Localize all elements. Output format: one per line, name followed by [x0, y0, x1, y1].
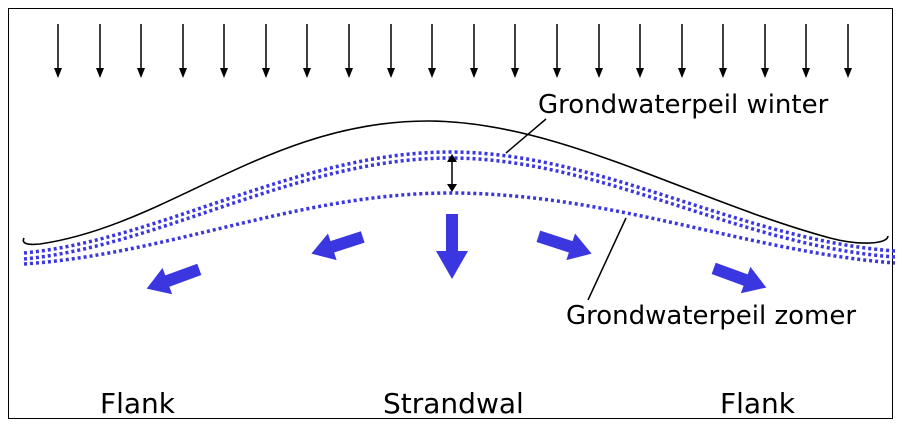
rain-arrow: [137, 24, 145, 78]
level-difference-arrow: [447, 154, 457, 192]
flow-arrows: [146, 214, 767, 295]
rain-arrow: [303, 24, 311, 78]
rain-arrow: [844, 24, 852, 78]
groundwater-winter-line: [23, 150, 896, 255]
flow-arrow-left-outer: [146, 263, 202, 295]
rain-arrow: [678, 24, 686, 78]
rain-arrow: [96, 24, 104, 78]
zomer-leader-line: [587, 217, 627, 301]
rain-arrow: [802, 24, 810, 78]
flow-arrow-right-outer: [711, 262, 767, 294]
rain-arrow: [387, 24, 395, 78]
rain-arrow: [636, 24, 644, 78]
flow-arrow-down: [436, 214, 468, 279]
rainfall-arrows: [54, 24, 852, 78]
rain-arrow: [719, 24, 727, 78]
rain-arrow: [345, 24, 353, 78]
rain-arrow: [54, 24, 62, 78]
rain-arrow: [595, 24, 603, 78]
flow-arrow-left-inner: [311, 231, 365, 261]
label-grondwaterpeil-zomer: Grondwaterpeil zomer: [566, 301, 857, 331]
rain-arrow: [262, 24, 270, 78]
winter-leader-line: [505, 118, 547, 154]
groundwater-zomer-line: [23, 191, 896, 266]
rain-arrow: [511, 24, 519, 78]
rain-arrow: [220, 24, 228, 78]
diagram-frame: [8, 8, 893, 419]
rain-arrow: [761, 24, 769, 78]
label-grondwaterpeil-winter: Grondwaterpeil winter: [538, 90, 829, 120]
flow-arrow-right-inner: [536, 230, 592, 261]
rain-arrow: [179, 24, 187, 78]
label-flank-right: Flank: [720, 387, 796, 420]
rain-arrow: [470, 24, 478, 78]
strandwal-surface: [22, 120, 889, 246]
label-strandwal: Strandwal: [383, 387, 524, 420]
label-flank-left: Flank: [100, 387, 176, 420]
rain-arrow: [553, 24, 561, 78]
rain-arrow: [428, 24, 436, 78]
